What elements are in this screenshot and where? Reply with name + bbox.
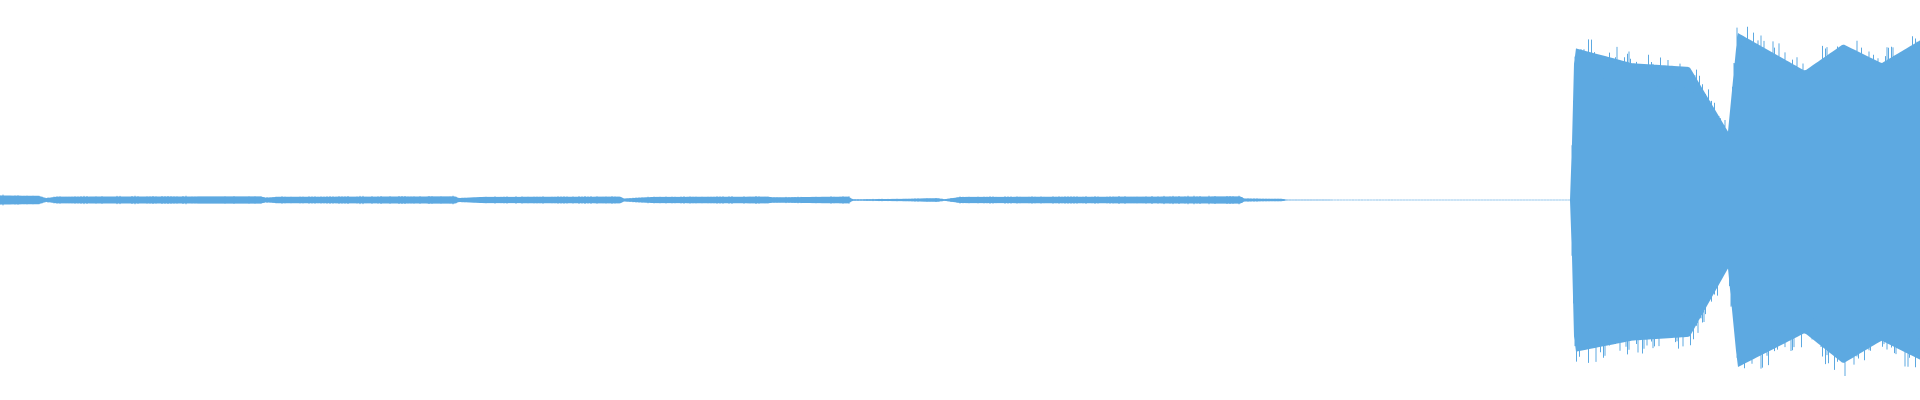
waveform-trace xyxy=(0,26,1920,376)
waveform-peaks xyxy=(0,26,1919,376)
